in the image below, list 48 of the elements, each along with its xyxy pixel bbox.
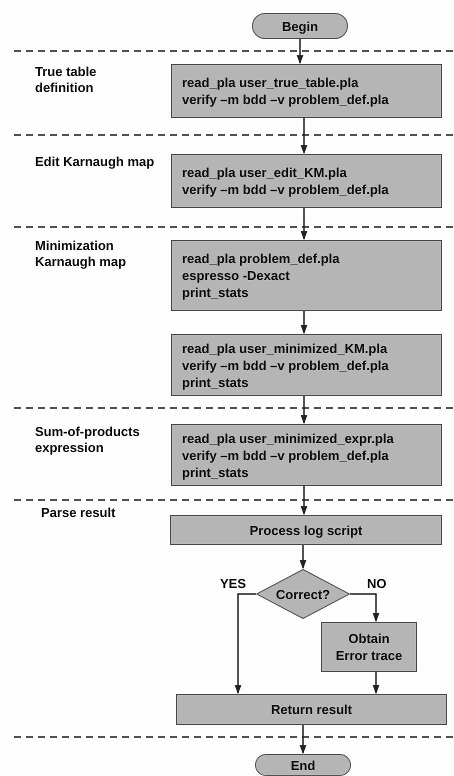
arrow xyxy=(300,118,308,154)
process-box xyxy=(176,694,447,725)
node-text: read_pla user_edit_KM.pla xyxy=(182,164,347,181)
arrow xyxy=(372,672,380,694)
node-text: Begin xyxy=(282,18,318,34)
node-text: verify –m bdd –v problem_def.pla xyxy=(182,181,389,198)
arrow xyxy=(300,396,308,424)
edge-label: NO xyxy=(367,576,386,591)
process-box xyxy=(171,154,442,208)
node-text: verify –m bdd –v problem_def.pla xyxy=(182,356,389,374)
phase-label: Edit Karnaugh map xyxy=(35,154,155,170)
process-box xyxy=(321,622,417,672)
arrow xyxy=(300,311,308,334)
node-text: Process log script xyxy=(250,522,362,538)
node-text: read_pla user_minimized_KM.pla xyxy=(182,340,388,356)
arrow xyxy=(350,593,380,622)
node-text: print_stats xyxy=(182,284,248,301)
node-text: verify –m bdd –v problem_def.pla xyxy=(182,91,389,108)
arrow xyxy=(300,208,308,240)
arrow xyxy=(300,486,308,516)
edge-label: YES xyxy=(220,576,246,591)
node-text: Obtain Error trace xyxy=(334,630,404,664)
node-text: End xyxy=(290,756,316,774)
node-text: read_pla user_true_table.pla xyxy=(182,74,358,91)
decision-diamond xyxy=(256,569,350,619)
node-text: espresso -Dexact xyxy=(182,267,290,284)
terminal-pill xyxy=(252,13,348,39)
arrow xyxy=(300,725,306,754)
phase-label: Sum-of-products expression xyxy=(35,424,141,456)
node-text: Correct? xyxy=(276,586,330,602)
arrow xyxy=(234,593,256,694)
process-box xyxy=(170,515,442,545)
phase-label: Parse result xyxy=(41,505,116,521)
node-text: verify –m bdd –v problem_def.pla xyxy=(182,446,389,464)
node-text: read_pla problem_def.pla xyxy=(182,250,340,267)
terminal-pill xyxy=(255,754,351,776)
node-text: print_stats xyxy=(182,374,248,390)
process-box xyxy=(171,240,442,311)
node-text: read_pla user_minimized_expr.pla xyxy=(182,430,394,446)
process-box xyxy=(171,424,442,486)
phase-label: True table definition xyxy=(35,64,98,96)
phase-label: Minimization Karnaugh map xyxy=(35,238,128,270)
node-text: Return result xyxy=(271,701,352,718)
arrow xyxy=(300,545,306,570)
arrow xyxy=(296,39,304,64)
process-box xyxy=(171,64,442,118)
process-box xyxy=(171,334,442,396)
node-text: print_stats xyxy=(182,464,248,480)
